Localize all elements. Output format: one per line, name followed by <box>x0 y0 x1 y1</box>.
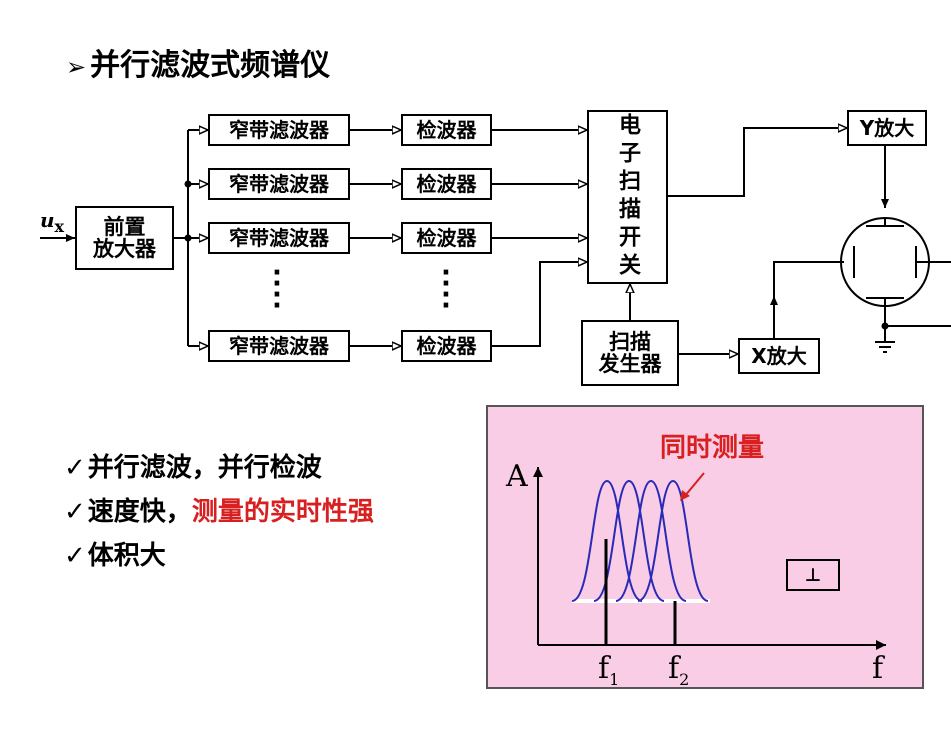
feature-item-1: ✓并行滤波，并行检波 <box>64 453 322 483</box>
preamp-line2: 放大器 <box>93 237 156 261</box>
x-axis-label: f <box>872 651 884 686</box>
spectrum-plot <box>533 467 886 650</box>
note-arrow <box>683 472 705 498</box>
note-arrow-head <box>680 490 690 501</box>
filter-response-curve-2 <box>593 479 665 602</box>
filter-response-curve-3 <box>615 479 687 602</box>
title-text: 并行滤波式频谱仪 <box>90 48 331 83</box>
f2-label: f2 <box>668 651 690 689</box>
detector-3: 检波器 <box>401 222 492 254</box>
filter-ellipsis: ···· <box>272 258 282 321</box>
display-icon: ⊥ <box>786 559 840 591</box>
electronic-scan-switch: 电子扫描开关 <box>587 110 668 284</box>
x-amplifier: X放大 <box>738 338 820 374</box>
y-amplifier: Y放大 <box>847 110 927 146</box>
filter-response-curve-4 <box>637 479 709 602</box>
preamp-box: 前置 放大器 <box>75 206 174 270</box>
spectrum-panel: A f f1 f2 同时测量 ⊥ <box>486 405 924 689</box>
sweep-gen-line2: 发生器 <box>598 352 662 376</box>
detector-2: 检波器 <box>401 168 492 200</box>
detector-1: 检波器 <box>401 114 492 146</box>
detector-ellipsis: ···· <box>441 258 451 321</box>
page-title: ➢并行滤波式频谱仪 <box>66 40 330 84</box>
narrowband-filter-1: 窄带滤波器 <box>208 114 350 146</box>
narrowband-filter-2: 窄带滤波器 <box>208 168 350 200</box>
sweep-generator: 扫描 发生器 <box>581 320 679 386</box>
narrowband-filter-3: 窄带滤波器 <box>208 222 350 254</box>
feature-item-3: ✓体积大 <box>64 541 166 571</box>
detector-n: 检波器 <box>401 330 492 362</box>
y-axis-label: A <box>506 459 528 494</box>
feature-item-2: ✓速度快，测量的实时性强 <box>64 497 374 527</box>
preamp-line1: 前置 <box>103 214 146 239</box>
feature-list: ✓并行滤波，并行检波 ✓速度快，测量的实时性强 ✓体积大 <box>64 446 374 578</box>
title-arrow-icon: ➢ <box>66 53 87 81</box>
filter-response-curve-1 <box>571 479 643 602</box>
sweep-gen-line1: 扫描 <box>609 329 651 354</box>
input-signal-label: ux <box>40 208 65 236</box>
f1-label: f1 <box>598 651 620 689</box>
narrowband-filter-n: 窄带滤波器 <box>208 330 350 362</box>
simultaneous-measure-note: 同时测量 <box>660 433 765 463</box>
